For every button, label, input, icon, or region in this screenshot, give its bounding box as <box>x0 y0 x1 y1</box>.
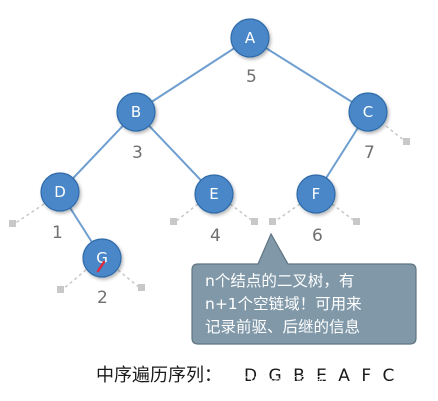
null-marker-f-left <box>269 218 276 225</box>
null-link-f-right <box>331 203 357 223</box>
null-marker-e-right <box>251 218 258 225</box>
null-link-e-right <box>229 203 255 223</box>
callout-line-1: n个结点的二叉树，有 <box>205 272 354 290</box>
node-number-f: 6 <box>312 226 323 246</box>
caption-sequence: D G B E A F C <box>244 366 397 386</box>
null-link-f-left <box>273 203 301 223</box>
pen-mark <box>96 260 106 273</box>
node-label-c: C <box>363 103 373 121</box>
node-number-g: 2 <box>97 288 108 308</box>
edge-a-c <box>249 37 369 113</box>
null-link-d-left <box>13 203 45 225</box>
node-circle-g <box>82 238 122 278</box>
caption-label: 中序遍历序列： <box>96 365 222 386</box>
tree-node-b: B3 <box>116 92 156 163</box>
tree-node-e: E4 <box>194 174 234 246</box>
node-number-b: 3 <box>132 143 143 163</box>
node-number-d: 1 <box>52 223 63 243</box>
tree-node-c: C7 <box>348 92 388 163</box>
node-circle-c <box>348 92 388 132</box>
node-number-e: 4 <box>210 226 221 246</box>
null-marker-d-left <box>9 220 16 227</box>
callout-line-2: n+1个空链域！可用来 <box>205 295 362 313</box>
node-circle-f <box>296 174 336 214</box>
node-label-d: D <box>54 183 66 201</box>
null-link-c-right <box>385 125 407 143</box>
node-circle-a <box>230 18 270 58</box>
null-links <box>9 125 410 293</box>
node-label-b: B <box>131 103 141 121</box>
node-label-g: G <box>96 249 108 267</box>
node-label-e: E <box>209 185 218 203</box>
tree-node-f: F6 <box>296 174 336 246</box>
callout-shape <box>191 232 417 345</box>
null-marker-e-left <box>170 218 177 225</box>
node-circle-d <box>40 172 80 212</box>
node-label-f: F <box>312 185 321 203</box>
null-marker-c-right <box>403 138 410 145</box>
watermark: CSDN @阿阿阿 <box>224 375 324 391</box>
null-marker-f-right <box>353 218 360 225</box>
null-link-g-left <box>61 269 87 291</box>
null-marker-g-right <box>138 284 145 291</box>
node-circle-e <box>194 174 234 214</box>
edge-a-b <box>135 37 251 113</box>
callout-bubble: n个结点的二叉树，有 n+1个空链域！可用来 记录前驱、后继的信息 <box>191 232 417 345</box>
tree-node-g: G2 <box>82 238 122 308</box>
null-link-e-left <box>174 203 199 223</box>
tree-edges <box>59 37 369 259</box>
tree-node-d: D1 <box>40 172 80 243</box>
callout-line-3: 记录前驱、后继的信息 <box>205 318 360 336</box>
tree-node-a: A5 <box>230 18 270 87</box>
node-circle-b <box>116 92 156 132</box>
node-label-a: A <box>245 29 256 47</box>
node-number-a: 5 <box>246 67 257 87</box>
node-number-c: 7 <box>364 143 375 163</box>
null-link-g-right <box>117 269 141 289</box>
null-marker-g-left <box>57 286 64 293</box>
